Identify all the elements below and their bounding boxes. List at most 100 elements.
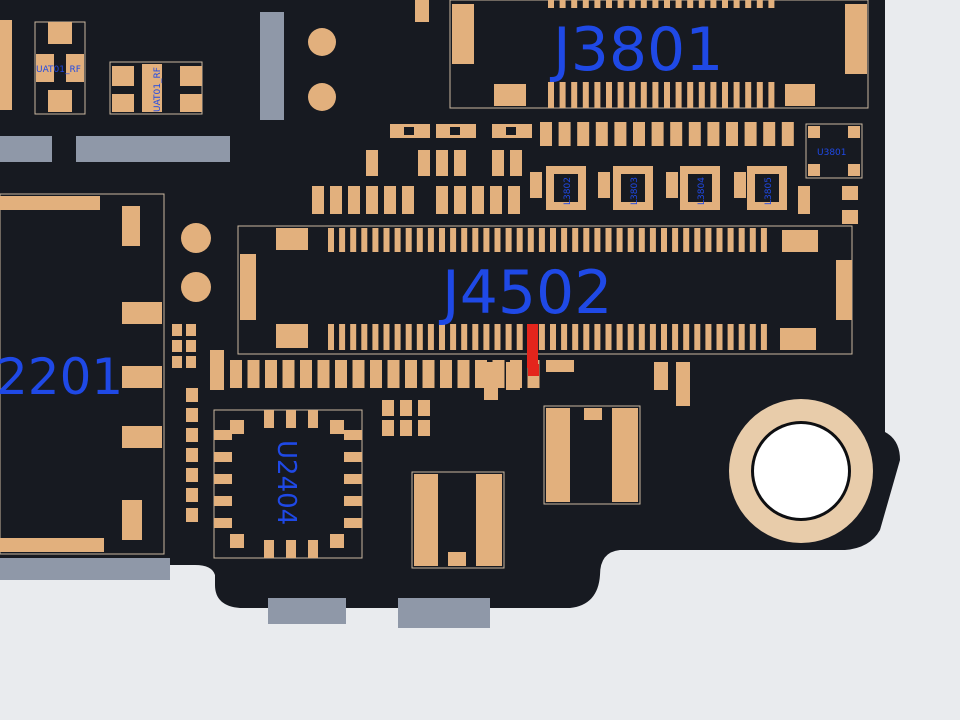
passive-pad xyxy=(781,122,794,146)
connector-pin xyxy=(683,324,690,350)
j4502-pin-row-bottom xyxy=(328,324,767,350)
connector-pin xyxy=(505,324,512,350)
inductor-group xyxy=(546,166,787,210)
pad xyxy=(584,408,602,420)
j3801-pin-row-top xyxy=(548,0,775,8)
pad xyxy=(848,164,860,176)
connector-pin xyxy=(538,228,545,252)
connector-pin xyxy=(572,324,579,350)
connector-pin xyxy=(394,228,401,252)
via-pad xyxy=(308,83,336,111)
connector-pin xyxy=(559,82,566,108)
connector-pin xyxy=(661,324,667,350)
connector-pin xyxy=(339,324,346,350)
pad xyxy=(122,302,162,324)
connector-pin xyxy=(606,0,612,8)
pad xyxy=(0,196,100,210)
u2404-pins xyxy=(214,410,362,558)
passive-pad xyxy=(370,360,382,388)
connector-pin xyxy=(716,324,723,350)
pad xyxy=(494,84,526,106)
passive-pad xyxy=(798,186,810,214)
connector-pin xyxy=(439,228,445,252)
connector-pin xyxy=(361,228,368,252)
pad xyxy=(112,66,134,86)
passive-pad xyxy=(230,360,242,388)
connector-pin xyxy=(652,82,659,108)
connector-pin xyxy=(383,324,390,350)
pad xyxy=(808,164,820,176)
inductor-body xyxy=(621,174,645,202)
passive-pad xyxy=(744,122,757,146)
connector-pin xyxy=(675,82,682,108)
2201-component xyxy=(0,193,211,580)
connector-pin xyxy=(652,0,659,8)
via-pad xyxy=(181,223,211,253)
passive-pad xyxy=(405,360,417,388)
connector-pin xyxy=(749,228,756,252)
connector-pin xyxy=(722,0,728,8)
connector-pin xyxy=(710,82,717,108)
pad xyxy=(122,366,162,388)
connector-pin xyxy=(571,82,578,108)
connector-pin xyxy=(698,0,705,8)
u3801-label: U3801 xyxy=(817,148,847,158)
pad xyxy=(845,4,867,74)
j4502-connector xyxy=(237,225,853,376)
u3801-outline xyxy=(805,123,863,179)
pad xyxy=(414,474,438,566)
connector-pin xyxy=(675,0,682,8)
passive-pad xyxy=(577,122,590,146)
pad xyxy=(836,260,852,320)
passive-pad xyxy=(436,150,448,176)
pad xyxy=(36,54,54,82)
connector-pin xyxy=(548,0,554,8)
connector-pin xyxy=(394,324,401,350)
connector-pin xyxy=(756,0,763,8)
connector-pin xyxy=(439,324,445,350)
connector-pin xyxy=(698,82,705,108)
pad xyxy=(842,210,858,224)
connector-pin xyxy=(483,324,490,350)
gray-pad xyxy=(0,136,52,162)
passive-pad xyxy=(454,150,466,176)
ic-pin xyxy=(308,540,318,558)
passive-pad xyxy=(366,186,378,214)
passive-pad xyxy=(614,122,627,146)
passive-gap xyxy=(404,127,414,135)
pad xyxy=(612,408,638,502)
gray-pad xyxy=(268,598,346,624)
passive-pad xyxy=(633,122,645,146)
connector-pin xyxy=(627,324,634,350)
uat01-rf-outline-2 xyxy=(109,61,203,115)
connector-pin xyxy=(372,324,379,350)
passive-pad xyxy=(598,172,610,198)
connector-pin xyxy=(760,228,767,252)
gray-pad xyxy=(0,558,170,580)
connector-pin xyxy=(664,0,670,8)
connector-pin xyxy=(538,324,545,350)
passive-pad xyxy=(490,186,502,214)
connector-pin xyxy=(768,82,775,108)
passive-pad xyxy=(676,362,690,406)
connector-pin xyxy=(640,82,647,108)
connector-pin xyxy=(738,324,745,350)
connector-pin xyxy=(649,228,656,252)
connector-pin xyxy=(687,0,694,8)
connector-pin xyxy=(605,228,612,252)
power-pad-outline xyxy=(543,405,641,505)
highlighted-pin xyxy=(527,324,538,368)
pad xyxy=(785,84,815,106)
connector-pin xyxy=(427,228,434,252)
j3801-connector xyxy=(449,0,869,109)
l3803-label: L3803 xyxy=(630,177,640,205)
ic-pin xyxy=(214,518,232,528)
pad xyxy=(782,230,818,252)
connector-pin xyxy=(472,324,479,350)
pad xyxy=(276,324,308,348)
pad xyxy=(0,20,12,110)
connector-pin xyxy=(505,228,512,252)
passive-pad xyxy=(492,150,504,176)
connector-pin xyxy=(372,228,379,252)
connector-pin xyxy=(582,82,589,108)
